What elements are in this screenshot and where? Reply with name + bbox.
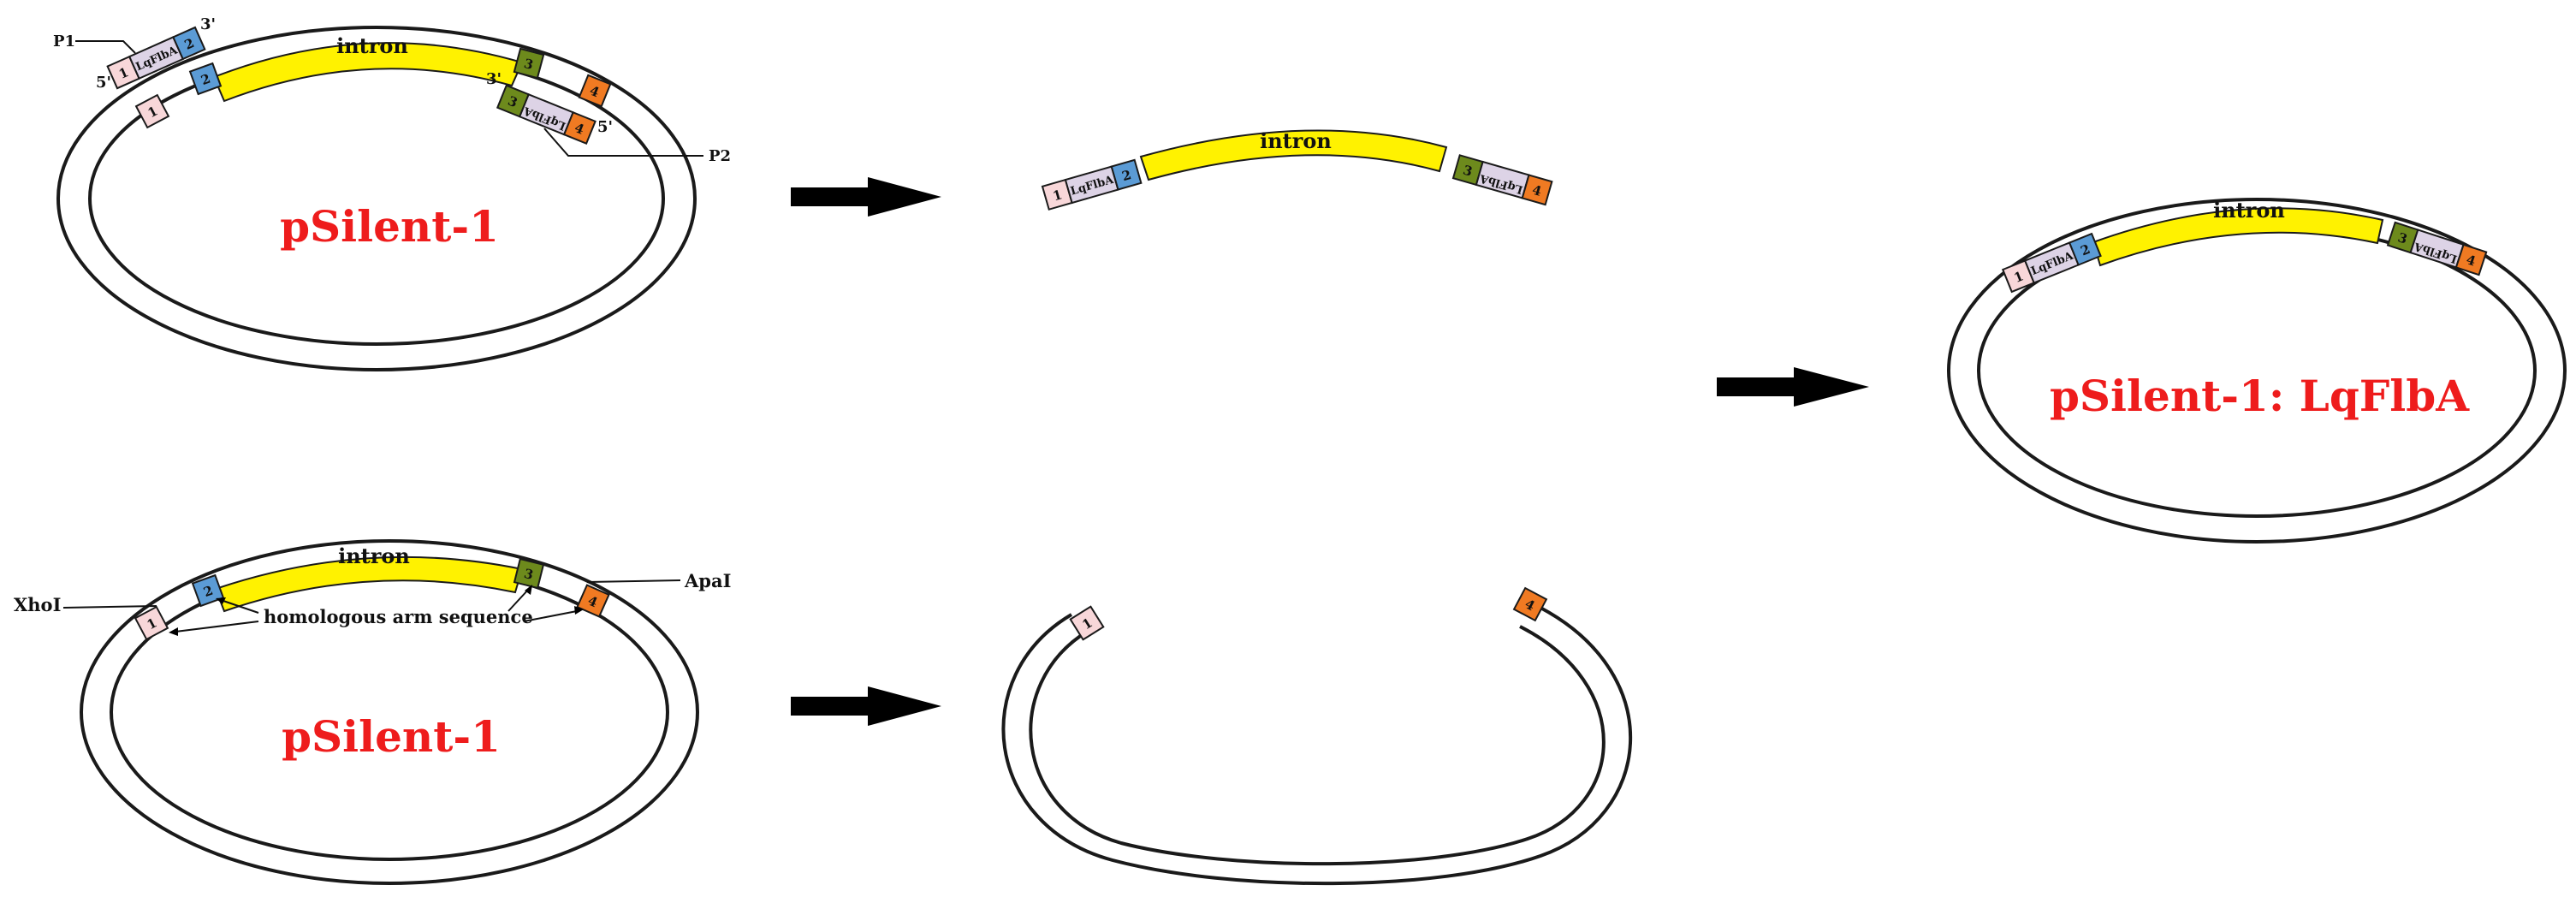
- linear-vector-inner-arc: [1029, 625, 1606, 866]
- svg-text:2: 2: [1120, 167, 1133, 184]
- svg-text:3: 3: [523, 566, 535, 583]
- plasmid-bottom-seg4: 4: [576, 584, 610, 618]
- plasmid-result-intron-label: intron: [2213, 198, 2285, 223]
- arm-pointer-seg1: [175, 621, 259, 633]
- plasmid-top-seg2: 2: [188, 62, 223, 96]
- plasmid-top-seg3: 3: [513, 47, 545, 80]
- insert-fragment: intron 1 LqFlbA 2 3 LqFlbA 4: [1041, 128, 1553, 211]
- linear-vector-seg1: 1: [1069, 605, 1105, 641]
- apai-label: ApaI: [684, 570, 731, 591]
- svg-text:3: 3: [1462, 162, 1475, 179]
- plasmid-top-intron-band: [212, 42, 524, 103]
- xhoi-leader: [62, 605, 157, 609]
- plasmid-result-name: pSilent-1: LqFlbA: [2050, 371, 2470, 421]
- primer-p2-3prime: 3': [486, 70, 502, 88]
- plasmid-bottom-seg1: 1: [134, 605, 169, 641]
- plasmid-bottom-name: pSilent-1: [282, 711, 501, 762]
- homologous-arm-label: homologous arm sequence: [264, 606, 533, 627]
- plasmid-result-outer-ring: [1947, 198, 2567, 544]
- primer-p1-3prime: 3': [200, 15, 216, 33]
- arm-pointer-seg3: [507, 588, 530, 612]
- arrow-bottom-left: [791, 686, 941, 726]
- primer-p2-label: P2: [709, 147, 731, 165]
- insert-intron-label: intron: [1260, 128, 1332, 153]
- svg-text:3: 3: [522, 56, 535, 73]
- primer-p1-label: P1: [53, 33, 75, 50]
- plasmid-bottom-intron-label: intron: [338, 544, 410, 568]
- plasmid-result-intron-band: [2092, 207, 2384, 267]
- primer-p2-leader: [543, 128, 703, 157]
- primer-p2-construct: 3 LqFlbA 4: [496, 84, 597, 146]
- arrow-middle-right: [1717, 367, 1869, 407]
- plasmid-top-outer-ring: [56, 26, 697, 371]
- arm-pointer-seg3-head: [525, 585, 532, 595]
- insert-intron-band: [1139, 129, 1448, 181]
- arrow-top-left: [791, 177, 941, 217]
- plasmid-top-inner-ring: [88, 51, 665, 346]
- xhoi-label: XhoI: [14, 594, 61, 615]
- primer-p1-5prime: 5': [96, 74, 111, 92]
- svg-text:1: 1: [1051, 187, 1064, 204]
- plasmid-bottom: intron 2 3 4 1 XhoI ApaI homologous arm …: [14, 539, 731, 885]
- plasmid-top: intron 2 3 4 1 1 LqFlbA 2 5' 3': [53, 15, 731, 371]
- plasmid-top-seg1: 1: [134, 93, 170, 129]
- plasmid-bottom-seg2: 2: [191, 573, 225, 608]
- primer-p1-construct: 1 LqFlbA 2: [106, 26, 206, 90]
- plasmid-result: intron 1 LqFlbA 2 3 LqFlbA 4 pSilent-1: …: [1947, 198, 2567, 544]
- plasmid-top-intron-label: intron: [336, 33, 408, 58]
- svg-text:4: 4: [1530, 182, 1543, 199]
- linear-vector-seg4: 4: [1512, 586, 1548, 622]
- arm-pointer-seg2: [220, 599, 259, 614]
- plasmid-top-seg4: 4: [578, 74, 612, 108]
- primer-p1-leader: [75, 40, 136, 54]
- insert-left-cassette: 1 LqFlbA 2: [1041, 158, 1143, 211]
- insert-right-cassette: 3 LqFlbA 4: [1451, 154, 1553, 206]
- plasmid-result-right-cassette: 3 LqFlbA 4: [2386, 221, 2488, 276]
- plasmid-bottom-seg3: 3: [513, 557, 545, 590]
- linear-vector-outer-arc: [1001, 606, 1632, 886]
- plasmid-bottom-outer-ring: [80, 539, 699, 885]
- arm-pointer-seg2-head: [216, 597, 226, 604]
- arm-pointer-seg4: [523, 610, 578, 622]
- arm-pointer-seg1-head: [169, 627, 178, 636]
- plasmid-top-name: pSilent-1: [280, 201, 499, 252]
- primer-p2-5prime: 5': [597, 118, 613, 136]
- linear-vector: 1 4: [1001, 586, 1632, 886]
- apai-leader: [586, 579, 681, 583]
- arm-pointer-seg4-head: [574, 606, 584, 615]
- plasmid-result-left-cassette: 1 LqFlbA 2: [2001, 232, 2102, 294]
